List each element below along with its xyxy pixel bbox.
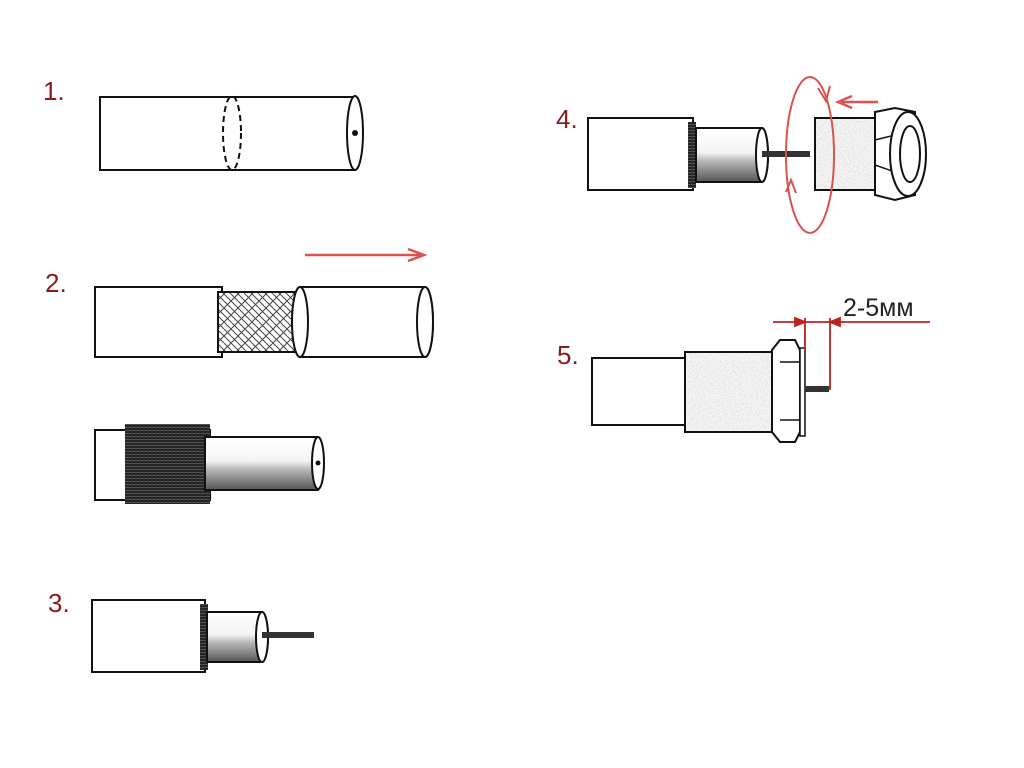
step-2-label: 2. — [45, 268, 67, 298]
step-3-label: 3. — [48, 588, 70, 618]
step-2-braid-folded — [94, 424, 325, 504]
dimension-label: 2-5мм — [843, 294, 914, 322]
step-4-screw-connector — [587, 76, 927, 234]
step-5-label: 5. — [557, 340, 579, 370]
step-5-assembled-connector — [591, 316, 930, 443]
step-3-stripped-cable — [91, 599, 314, 673]
step-1-cable — [99, 95, 364, 171]
dimension-line — [773, 316, 930, 390]
step-2-jacket-slide — [94, 247, 434, 358]
step-4-label: 4. — [556, 104, 578, 134]
step-1-label: 1. — [43, 76, 65, 106]
